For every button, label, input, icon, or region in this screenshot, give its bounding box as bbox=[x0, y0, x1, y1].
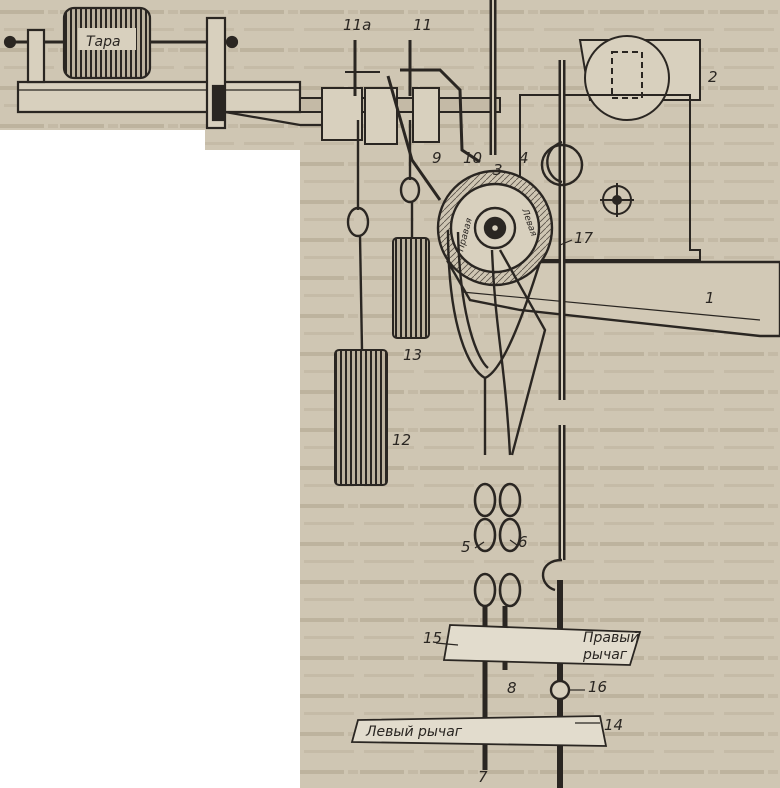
label-8: 8 bbox=[507, 679, 517, 697]
right-lever-plate bbox=[442, 624, 642, 666]
label-10: 10 bbox=[463, 149, 482, 167]
right-lever-label: Правый рычаг bbox=[582, 630, 644, 663]
label-17: 17 bbox=[574, 229, 594, 247]
label-tara: Тара bbox=[86, 34, 121, 50]
right-lever-word-1: Правый bbox=[583, 630, 639, 646]
label-13: 13 bbox=[403, 346, 422, 364]
left-lever-plate bbox=[350, 715, 608, 747]
weight-hangers bbox=[346, 120, 421, 351]
pivot-16 bbox=[549, 679, 571, 701]
label-5: 5 bbox=[461, 538, 471, 556]
tare-beam-assembly bbox=[3, 6, 330, 130]
label-12: 12 bbox=[392, 431, 411, 449]
right-lever-word-2: рычаг bbox=[582, 647, 628, 663]
label-16: 16 bbox=[588, 678, 607, 696]
diagram-labels: 1 2 3 4 5 6 7 8 9 10 11 11а 12 13 14 15 … bbox=[343, 16, 718, 786]
label-14: 14 bbox=[604, 716, 623, 734]
label-2: 2 bbox=[708, 68, 718, 86]
label-7: 7 bbox=[478, 768, 488, 786]
frame-body bbox=[519, 35, 701, 261]
left-lever-label: Левый рычаг bbox=[365, 724, 463, 740]
label-1: 1 bbox=[705, 289, 715, 307]
label-6: 6 bbox=[518, 533, 528, 551]
label-11: 11 bbox=[413, 16, 432, 34]
label-3: 3 bbox=[493, 161, 503, 179]
leader-lines bbox=[435, 239, 600, 724]
pulley-disc bbox=[436, 169, 554, 287]
main-beam-1 bbox=[445, 260, 780, 338]
label-4: 4 bbox=[519, 149, 529, 167]
weight-13 bbox=[392, 237, 430, 339]
label-15: 15 bbox=[423, 629, 442, 647]
label-11a: 11а bbox=[343, 16, 371, 34]
weight-12 bbox=[334, 349, 388, 486]
rider-comb bbox=[299, 0, 501, 201]
label-9: 9 bbox=[432, 149, 442, 167]
